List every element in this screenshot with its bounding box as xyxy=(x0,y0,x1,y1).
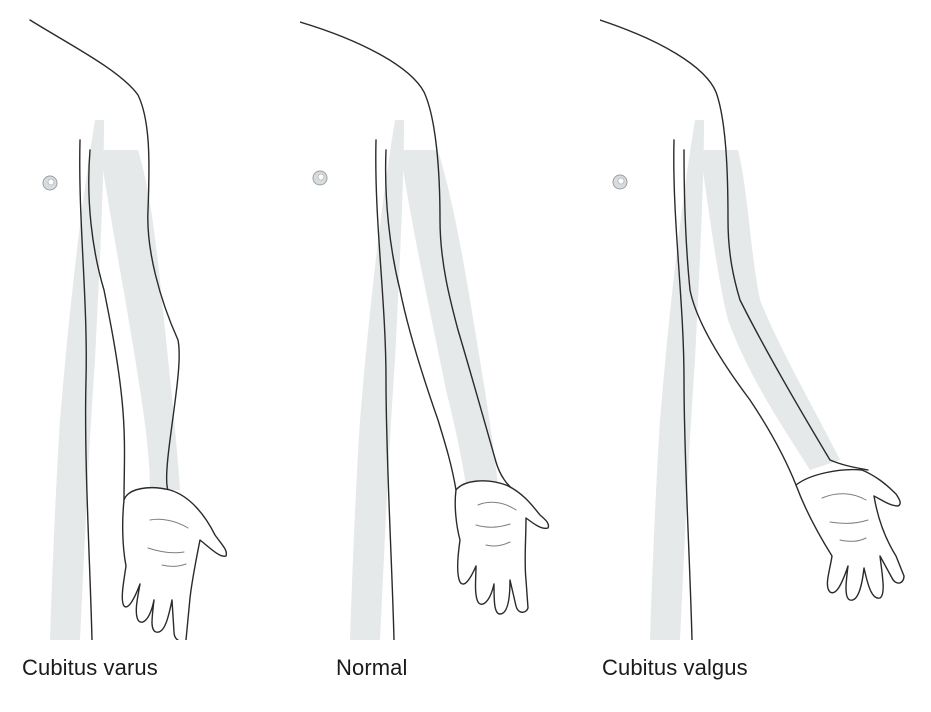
panel-cubitus-valgus: Cubitus valgus xyxy=(600,0,910,712)
caption-normal: Normal xyxy=(336,655,408,680)
arm-illustration-normal xyxy=(300,21,550,640)
arm-illustration-varus xyxy=(29,19,228,640)
panel-cubitus-varus: Cubitus varus xyxy=(0,0,310,712)
caption-cubitus-valgus: Cubitus valgus xyxy=(602,655,748,680)
panel-normal: Normal xyxy=(300,0,610,712)
caption-cubitus-varus: Cubitus varus xyxy=(22,655,158,680)
arm-illustration-valgus xyxy=(600,19,905,640)
